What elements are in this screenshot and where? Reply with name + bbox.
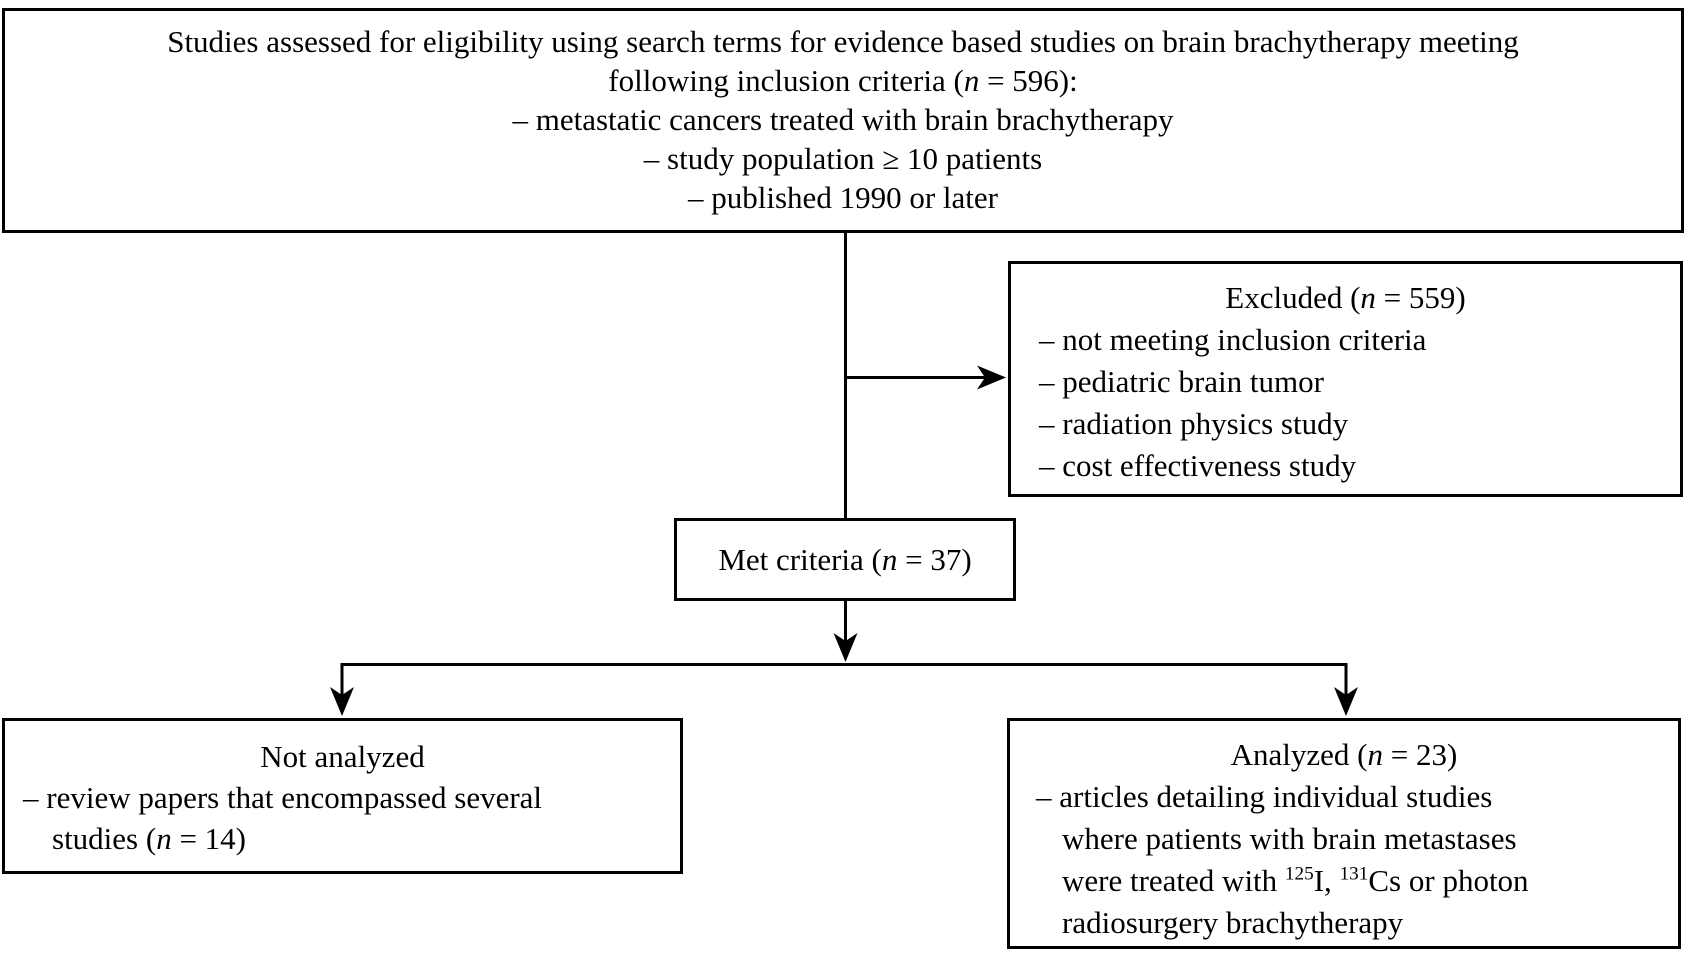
met-branch-arrowhead (833, 633, 858, 662)
analyzed-line3-post: Cs or photon (1368, 863, 1529, 898)
excluded-box: Excluded (n = 559) – not meeting inclusi… (1008, 261, 1683, 497)
excluded-title-post: = 559) (1375, 280, 1466, 315)
n-variable: n (1367, 737, 1384, 772)
eligibility-line2-pre: following inclusion criteria ( (608, 63, 964, 98)
not-analyzed-title: Not analyzed (260, 739, 425, 774)
analyzed-title: Analyzed (n = 23) (1010, 734, 1678, 776)
analyzed-title-post: = 23) (1383, 737, 1458, 772)
not-analyzed-box: Not analyzed – review papers that encomp… (2, 718, 683, 874)
inclusion-criterion-2: – study population ≥ 10 patients (643, 141, 1043, 176)
analyzed-detail-line2: where patients with brain metastases (1062, 821, 1517, 856)
excluded-title-pre: Excluded ( (1225, 280, 1361, 315)
not-analyzed-reason-line2: studies (n = 14) (5, 818, 680, 859)
n-variable: n (1360, 280, 1376, 315)
eligibility-box: Studies assessed for eligibility using s… (2, 8, 1684, 233)
n-variable: n (963, 63, 980, 98)
eligibility-title-line2: following inclusion criteria (n = 596): (5, 61, 1681, 100)
exclusion-reason-2: – pediatric brain tumor (1039, 364, 1324, 399)
analyzed-line3-mid: I, (1313, 863, 1340, 898)
isotope-125-superscript: 125 (1284, 863, 1314, 885)
n-variable: n (156, 821, 172, 856)
not-analyzed-line2-post: = 14) (171, 821, 246, 856)
not-analyzed-reason-line1: – review papers that encompassed several (23, 780, 543, 815)
exclusion-reason-4: – cost effectiveness study (1039, 448, 1357, 483)
analyzed-line3-pre: were treated with (1062, 863, 1285, 898)
analyzed-detail-line4: radiosurgery brachytherapy (1062, 905, 1404, 940)
analyzed-detail-line3: were treated with 125I, 131Cs or photon (1010, 860, 1678, 902)
analyzed-box: Analyzed (n = 23) – articles detailing i… (1007, 718, 1681, 949)
met-criteria-box: Met criteria (n = 37) (674, 518, 1016, 601)
n-variable: n (881, 541, 898, 577)
excluded-title: Excluded (n = 559) (1011, 277, 1680, 319)
inclusion-criterion-1: – metastatic cancers treated with brain … (512, 102, 1174, 137)
analyzed-detail-line1: – articles detailing individual studies (1036, 779, 1493, 814)
analyzed-title-pre: Analyzed ( (1230, 737, 1368, 772)
met-criteria-pre: Met criteria ( (718, 541, 882, 577)
exclusion-reason-1: – not meeting inclusion criteria (1039, 322, 1427, 357)
eligibility-line2-post: = 596): (979, 63, 1078, 98)
left-branch-arrowhead (330, 687, 354, 716)
branch-connector-line (340, 663, 1348, 701)
met-criteria-post: = 37) (897, 541, 972, 577)
excluded-arrowhead (977, 365, 1006, 390)
eligibility-title-line1: Studies assessed for eligibility using s… (167, 24, 1519, 59)
inclusion-criterion-3: – published 1990 or later (688, 180, 998, 215)
met-criteria-label: Met criteria (n = 37) (718, 542, 971, 578)
not-analyzed-line2-pre: studies ( (52, 821, 157, 856)
isotope-131-superscript: 131 (1339, 863, 1369, 885)
exclusion-reason-3: – radiation physics study (1039, 406, 1349, 441)
right-branch-arrowhead (1334, 687, 1358, 716)
